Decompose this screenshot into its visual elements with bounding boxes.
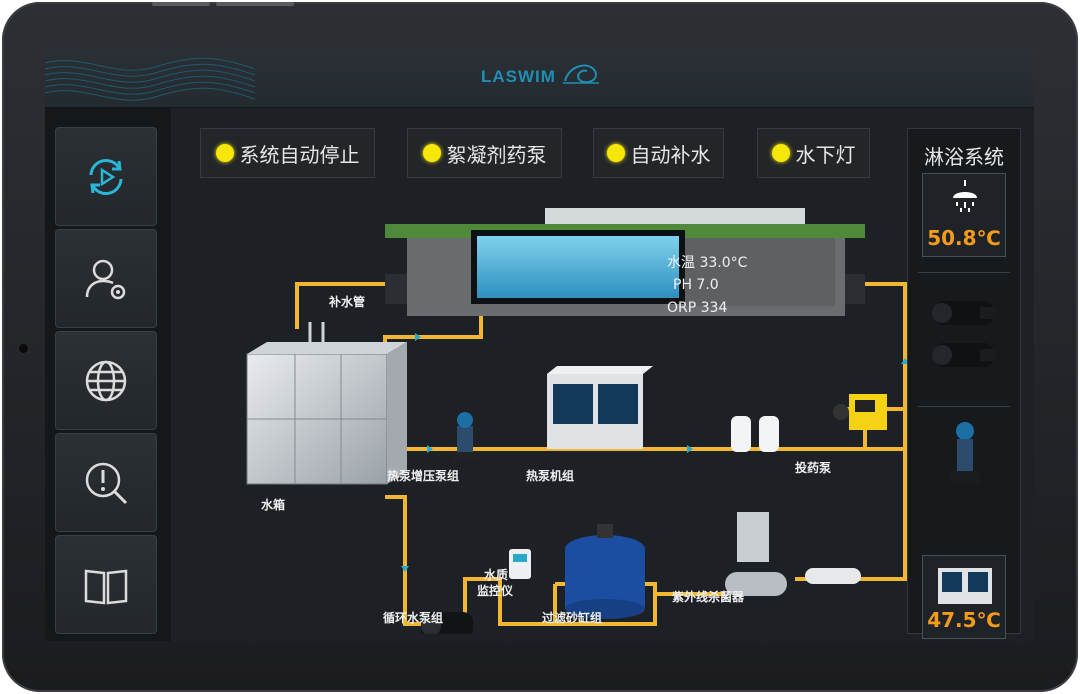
label-heat-pump: 热泵机组 [526,469,575,483]
status-flocculant-pump[interactable]: 絮凝剂药泵 [407,128,562,178]
search-alert-icon [85,462,128,504]
pump-pair-icon [932,301,996,367]
flow-arrows [397,280,909,583]
shower-temp-value: 50.8℃ [927,226,1001,250]
water-quality-monitor [509,549,531,579]
sidebar [45,107,171,641]
heat-pump-icon [938,568,992,604]
status-underwater-light[interactable]: 水下灯 [757,128,870,178]
label-booster-pump: 热泵增压泵组 [387,469,460,483]
shower-icon [953,180,977,212]
header-bar: LASWIM [45,49,1034,108]
label-refill-pipe: 补水管 [329,295,366,309]
sidebar-item-auto-run[interactable] [55,127,157,226]
pool-orp-reading: ORP 334 [667,300,728,316]
label-dosing-pump: 投药泵 [795,461,832,475]
shower-system-panel: 淋浴系统 50.8℃ 47.5℃ [907,128,1021,639]
volume-button [216,2,274,6]
label-monitor-line2: 监控仪 [477,584,514,598]
status-system-auto-stop[interactable]: 系统自动停止 [200,128,375,178]
panel-title: 淋浴系统 [924,145,1004,169]
sidebar-item-manual[interactable] [55,535,157,634]
circulation-pump [421,612,473,634]
uv-sterilizer [725,512,861,596]
volume-button [152,2,210,6]
status-indicator-icon [422,144,441,162]
dosing-system [731,394,887,452]
pool-temp-reading: 水温 33.0°C [667,255,748,271]
sidebar-item-diagnostics[interactable] [55,433,157,532]
status-label: 絮凝剂药泵 [446,142,547,167]
label-circulation-pump: 循环水泵组 [383,611,444,625]
status-indicator-icon [215,144,234,162]
divider [918,406,1010,407]
pool-basin [385,208,865,316]
water-tank [246,322,407,485]
status-label: 自动补水 [630,142,711,167]
power-button [260,2,294,6]
laswim-logo: LASWIM [481,64,599,87]
pool-ph-reading: PH 7.0 [673,277,719,293]
hmi-screen: LASWIM [45,49,1034,641]
status-label: 系统自动停止 [239,142,360,167]
label-uv-sterilizer: 紫外线杀菌器 [672,590,745,604]
refresh-play-icon [89,158,123,195]
wave-decoration [45,57,256,101]
process-diagram [246,208,909,634]
heat-pump-unit [547,366,653,449]
shell-logo-icon [563,64,599,84]
status-indicator-icon [771,144,790,162]
status-indicator-icon [606,144,625,162]
front-camera [19,344,28,353]
label-monitor-line1: 水质 [484,568,509,582]
status-auto-refill[interactable]: 自动补水 [593,128,724,178]
book-icon [84,569,128,604]
sidebar-item-network[interactable] [55,331,157,430]
divider [918,272,1010,273]
heater-temp-box[interactable]: 47.5℃ [922,555,1006,639]
sidebar-item-user[interactable] [55,229,157,328]
vertical-pump-icon [950,422,980,483]
label-sand-filter: 过滤砂缸组 [542,611,603,625]
sand-filter [565,524,645,619]
status-label: 水下灯 [795,142,856,167]
heater-temp-value: 47.5℃ [927,608,1001,632]
user-settings-icon [85,259,126,299]
booster-pump [451,412,479,462]
globe-icon [85,360,127,401]
label-water-tank: 水箱 [261,498,286,512]
shower-temp-box[interactable]: 50.8℃ [922,173,1006,257]
